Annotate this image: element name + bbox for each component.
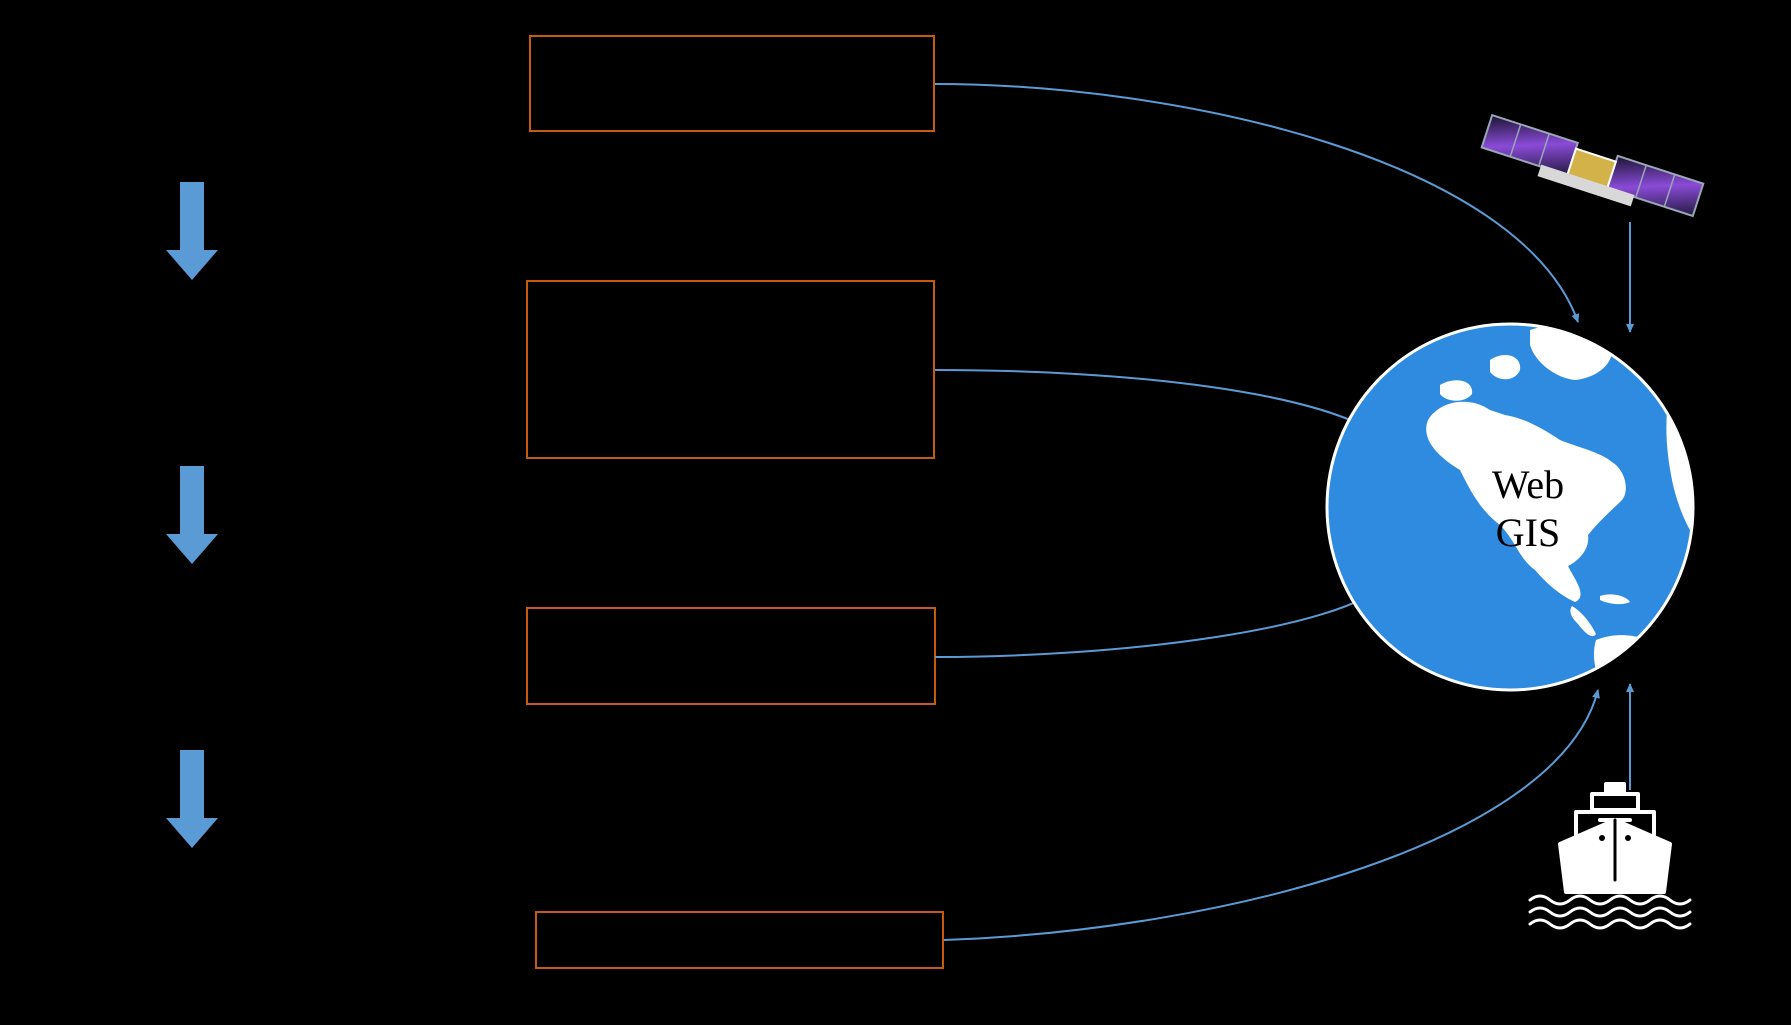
satellite-icon bbox=[1480, 113, 1705, 218]
connector-box-2 bbox=[934, 369, 1393, 445]
connector-box-4 bbox=[943, 689, 1600, 941]
globe-label-line2: GIS bbox=[1496, 510, 1560, 555]
process-box-1 bbox=[529, 35, 935, 132]
connector-box-1 bbox=[934, 83, 1580, 323]
process-box-2 bbox=[526, 280, 935, 459]
flow-arrow-3 bbox=[166, 750, 218, 848]
globe-label-line1: Web bbox=[1492, 462, 1564, 507]
flow-arrow-2 bbox=[166, 466, 218, 564]
connector-box-3 bbox=[934, 581, 1389, 658]
ship-icon bbox=[1528, 782, 1692, 930]
flow-arrow-1 bbox=[166, 182, 218, 280]
process-box-3 bbox=[526, 607, 936, 705]
globe-icon: Web GIS bbox=[1325, 322, 1695, 692]
process-box-4 bbox=[535, 911, 944, 969]
